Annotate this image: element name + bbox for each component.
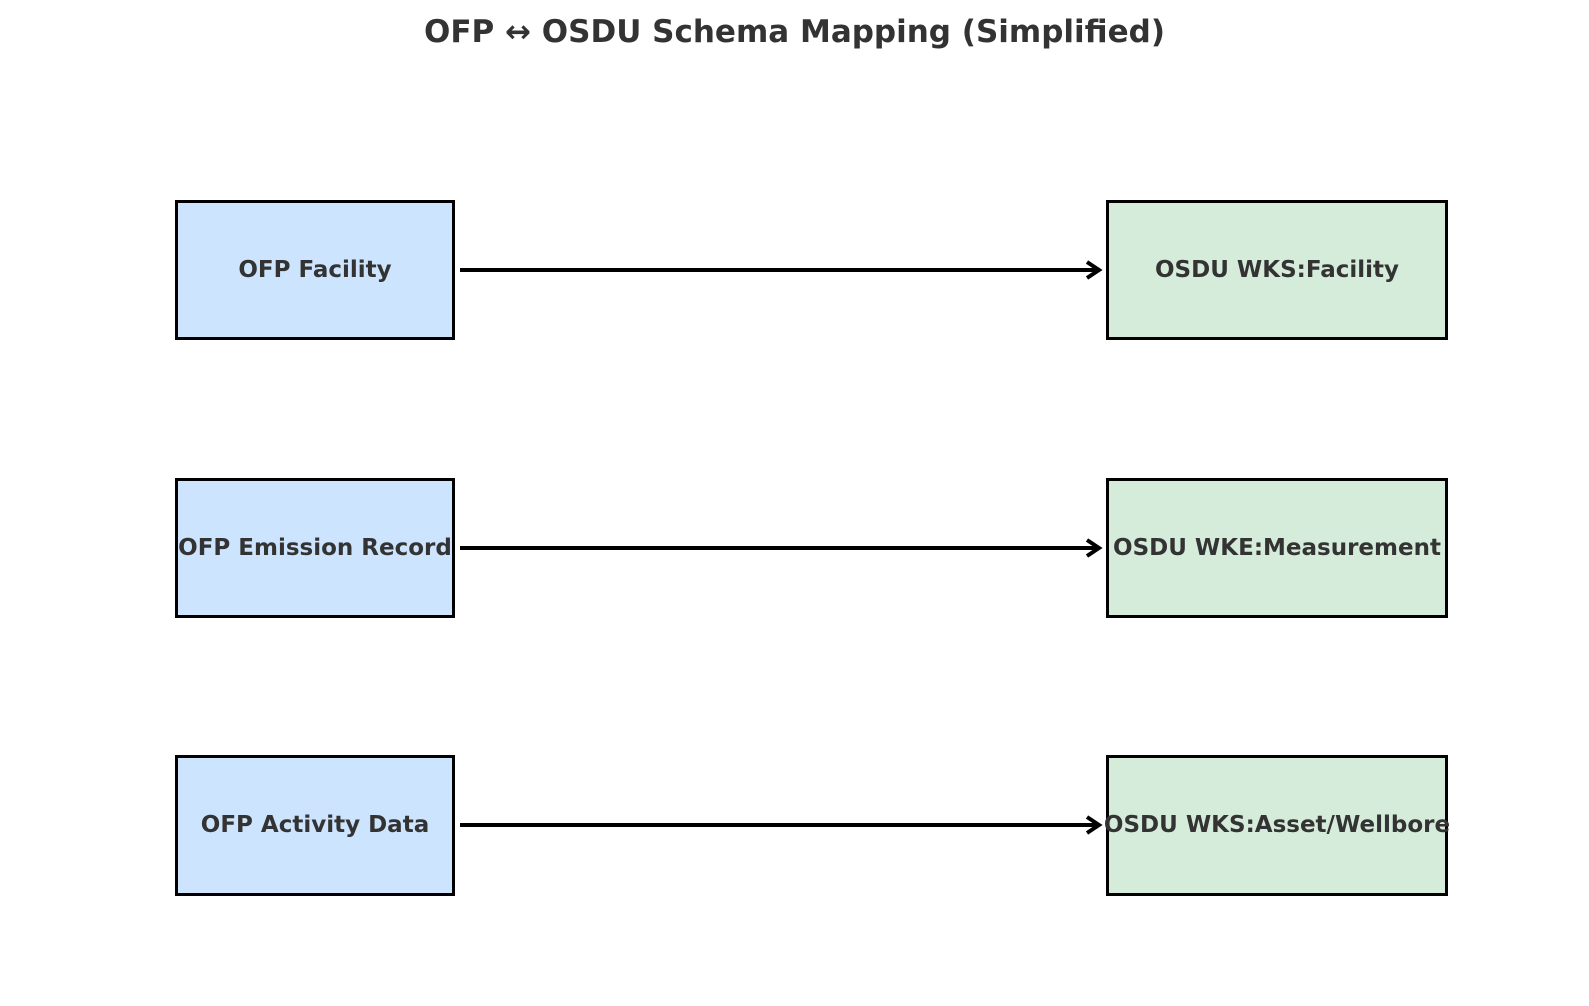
osdu-asset-wellbore-box	[1106, 755, 1448, 896]
osdu-measurement-label: OSDU WKE:Measurement	[1113, 535, 1441, 561]
osdu-measurement-box	[1106, 478, 1448, 618]
osdu-facility-label: OSDU WKS:Facility	[1154, 257, 1400, 283]
mapping-arrow-activity-data	[460, 815, 1103, 835]
osdu-asset-wellbore-label: OSDU WKS:Asset/Wellbore	[1103, 812, 1451, 838]
ofp-activity-data-label: OFP Activity Data	[200, 812, 430, 838]
mapping-arrow-facility	[460, 260, 1103, 280]
ofp-emission-record-box	[175, 478, 455, 618]
osdu-facility-box	[1106, 200, 1448, 340]
ofp-emission-record-label: OFP Emission Record	[178, 535, 452, 561]
ofp-activity-data-box	[175, 755, 455, 896]
ofp-facility-label: OFP Facility	[238, 257, 392, 283]
ofp-facility-box	[175, 200, 455, 340]
diagram-title: OFP ↔ OSDU Schema Mapping (Simplified)	[423, 14, 1166, 50]
mapping-arrow-emission-record	[460, 538, 1103, 558]
